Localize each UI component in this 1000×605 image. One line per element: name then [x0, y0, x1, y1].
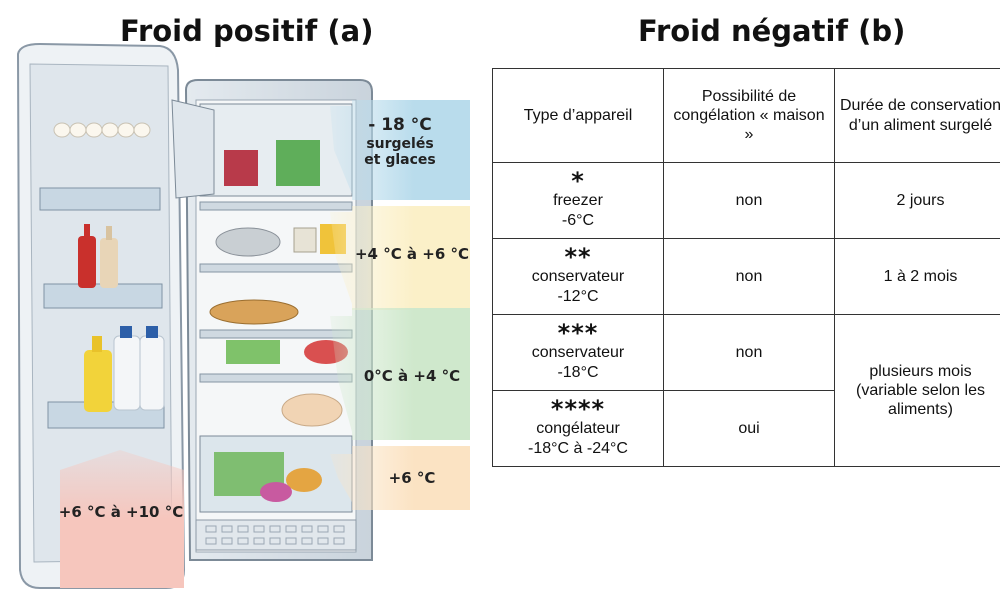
header-storage-duration: Durée de conservation d’un aliment surge… [835, 69, 1000, 163]
header-appliance-type: Type d’appareil [493, 69, 664, 163]
appliance-cell: * freezer -6°C [493, 163, 664, 239]
star-rating: *** [497, 323, 659, 343]
appliance-name: conservateur [497, 267, 659, 286]
freezer-line-1: surgelés [340, 136, 460, 152]
header-home-freezing: Possibilité de congélation « maison » [664, 69, 835, 163]
appliance-cell: ** conservateur -12°C [493, 239, 664, 315]
star-rating: **** [497, 399, 659, 419]
home-freezing-cell: non [664, 163, 835, 239]
table-row: * freezer -6°C non 2 jours [493, 163, 1000, 239]
home-freezing-cell: non [664, 239, 835, 315]
appliance-temperature: -6°C [497, 211, 659, 230]
table-row: ** conservateur -12°C non 1 à 2 mois [493, 239, 1000, 315]
frozen-vegetables-bag [276, 140, 320, 186]
duration-cell: 1 à 2 mois [835, 239, 1000, 315]
zone-middle-label: 0°C à +4 °C [352, 368, 472, 385]
appliance-temperature: -12°C [497, 287, 659, 306]
appliance-name: conservateur [497, 343, 659, 362]
chicken [282, 394, 342, 426]
appliance-temperature: -18°C [497, 363, 659, 382]
duration-cell: 2 jours [835, 163, 1000, 239]
home-freezing-cell: non [664, 315, 835, 391]
table-row: *** conservateur -18°C non plusieurs moi… [493, 315, 1000, 391]
packaged-food [226, 340, 280, 364]
duration-cell: plusieurs mois (variable selon les alime… [835, 315, 1000, 467]
pizza [210, 300, 298, 324]
table-header-row: Type d’appareil Possibilité de congélati… [493, 69, 1000, 163]
zone-lower-label: +6 °C [352, 470, 472, 487]
appliance-temperature: -18°C à -24°C [497, 439, 659, 458]
star-rating: * [497, 171, 659, 191]
appliance-cell: *** conservateur -18°C [493, 315, 664, 391]
zone-freezer-label: - 18 °C surgelés et glaces [340, 116, 460, 168]
star-rating: ** [497, 247, 659, 267]
freezer-line-2: et glaces [340, 152, 460, 168]
frozen-food-box [224, 150, 258, 186]
appliance-name: congélateur [497, 419, 659, 438]
fridge-illustration: - 18 °C surgelés et glaces +4 °C à +6 °C… [0, 40, 480, 600]
covered-dish [216, 228, 280, 256]
appliance-name: freezer [497, 191, 659, 210]
freezer-temperature: - 18 °C [340, 116, 460, 136]
home-freezing-cell: oui [664, 391, 835, 467]
zone-upper-label: +4 °C à +6 °C [352, 246, 472, 263]
freezer-types-table: Type d’appareil Possibilité de congélati… [492, 68, 1000, 467]
title-froid-negatif: Froid négatif (b) [638, 14, 905, 48]
door-shelf [40, 188, 160, 210]
zone-door-label: +6 °C à +10 °C [56, 504, 186, 521]
appliance-cell: **** congélateur -18°C à -24°C [493, 391, 664, 467]
